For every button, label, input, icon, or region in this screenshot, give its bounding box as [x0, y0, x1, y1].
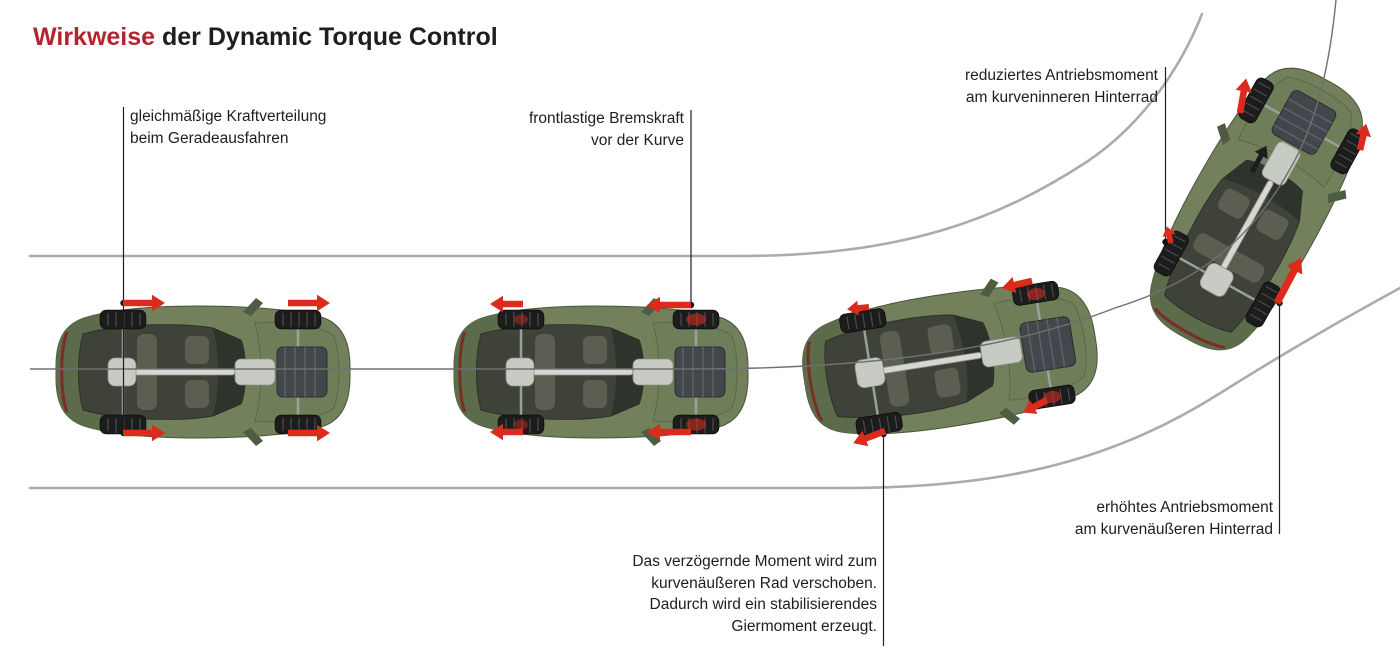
force-arrows — [123, 78, 1371, 447]
force-arrow-drive — [288, 424, 330, 442]
road — [28, 12, 1400, 490]
force-arrow-drive-front-right — [1355, 123, 1371, 151]
annotation-even-distribution: gleichmäßige Kraftverteilung beim Gerade… — [130, 106, 326, 149]
annotation-line: Das verzögernde Moment wird zum — [632, 553, 877, 570]
brake-glow — [1043, 390, 1061, 404]
road-outer-edge — [28, 12, 1204, 258]
force-arrow-brake-outer-front — [1023, 397, 1049, 414]
force-arrow-brake-outer-rear — [853, 427, 887, 447]
brake-glow — [1027, 287, 1045, 301]
torque-flow-arrow — [1249, 145, 1268, 174]
annotation-line: Giermoment erzeugt. — [731, 617, 877, 635]
force-arrow-brake-front — [647, 296, 691, 314]
annotation-line: am kurveninneren Hinterrad — [965, 88, 1158, 106]
force-arrow-increased-outer-rear — [1273, 257, 1303, 305]
force-arrow-brake-rear — [490, 295, 523, 313]
car-phase-accelerating — [1118, 43, 1394, 375]
annotation-increased-torque: erhöhtes Antriebsmoment am kurvenäußeren… — [1075, 497, 1273, 540]
annotation-line: beim Geradeausfahren — [130, 129, 289, 147]
car-phase-straight — [54, 296, 352, 448]
force-arrow-drive — [123, 294, 165, 312]
brake-glow — [514, 419, 528, 430]
force-arrow-brake-front — [647, 423, 691, 441]
force-arrow-brake-rear — [490, 423, 523, 441]
road-inner-edge — [28, 286, 1400, 490]
force-arrow-reduced-inner-rear — [1162, 226, 1176, 244]
brake-glow — [686, 418, 706, 431]
annotation-front-braking: frontlastige Bremskraft vor der Kurve — [529, 108, 684, 151]
brake-glow — [686, 313, 706, 326]
annotation-yaw-moment: Das verzögernde Moment wird zum kurvenäu… — [632, 551, 877, 637]
annotation-line: vor der Kurve — [590, 131, 684, 149]
force-arrow-drive-front-left — [1235, 78, 1252, 114]
force-arrow-brake-inner-rear — [847, 300, 870, 316]
leader-dot — [1162, 238, 1169, 246]
driving-line — [30, 0, 1337, 370]
annotation-line: kurvenäußeren Rad verschoben. — [651, 574, 877, 592]
page-title: Wirkweise der Dynamic Torque Control — [33, 22, 498, 53]
leader-lines — [120, 67, 1283, 646]
force-arrow-drive — [288, 294, 330, 312]
annotation-line: frontlastige Bremskraft — [528, 110, 684, 127]
force-arrow-drive — [123, 424, 165, 442]
brake-glow — [514, 314, 528, 325]
annotation-line: erhöhtes Antriebsmoment — [1096, 499, 1273, 516]
page-title-rest: der Dynamic Torque Control — [155, 23, 498, 51]
annotation-reduced-torque: reduziertes Antriebsmoment am kurveninne… — [965, 65, 1158, 108]
annotation-line: Dadurch wird ein stabilisierendes — [649, 596, 877, 613]
annotation-line: gleichmäßige Kraftverteilung — [130, 108, 327, 125]
annotation-line: reduziertes Antriebsmoment — [965, 67, 1158, 84]
annotation-line: am kurvenäußeren Hinterrad — [1074, 520, 1273, 538]
page-title-highlight: Wirkweise — [33, 23, 156, 51]
car-phase-turn-in — [791, 262, 1109, 458]
force-arrow-brake-inner-front — [1001, 276, 1033, 294]
cars — [54, 43, 1394, 458]
